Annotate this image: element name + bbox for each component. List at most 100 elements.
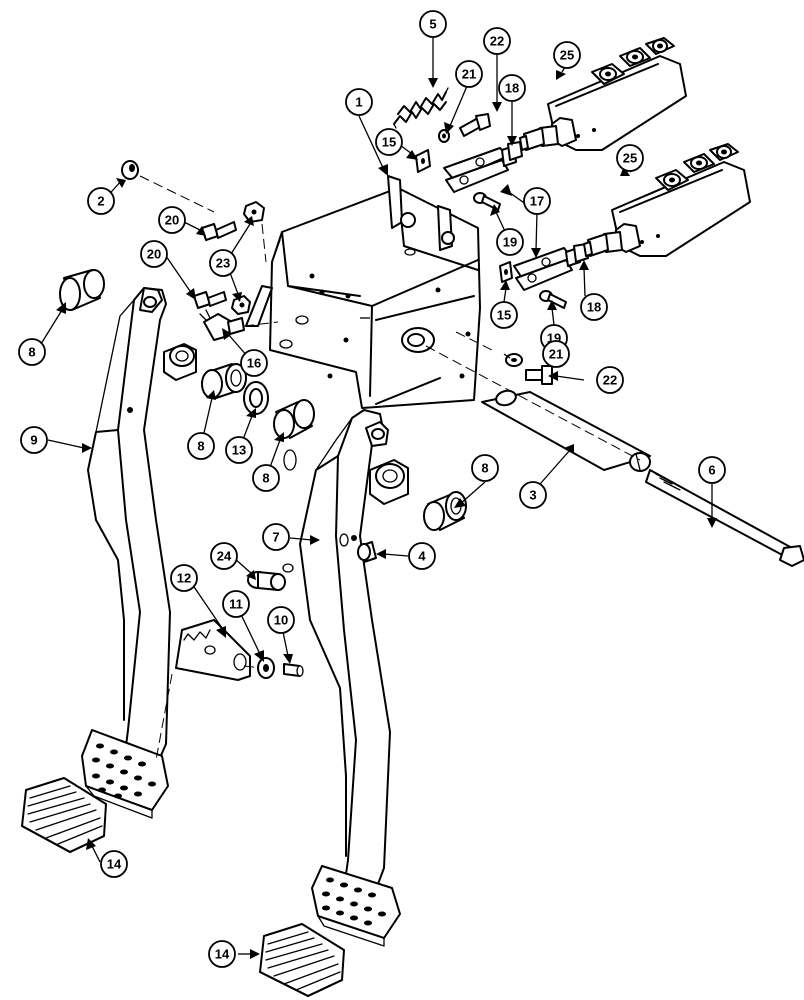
callout-4: 4 <box>408 542 436 570</box>
callout-15: 15 <box>375 128 403 156</box>
callout-22: 22 <box>596 366 624 394</box>
left-pedal-pad <box>81 729 169 819</box>
bushing-8-left <box>59 269 105 311</box>
callout-18: 18 <box>580 293 608 321</box>
callout-label: 21 <box>549 347 563 362</box>
callout-25: 25 <box>616 144 644 172</box>
right-pedal-pad <box>311 865 401 947</box>
callout-label: 1 <box>355 95 362 110</box>
callout-13: 13 <box>225 436 253 464</box>
cross-shaft <box>481 389 651 472</box>
callout-12: 12 <box>170 564 198 592</box>
callout-label: 8 <box>262 471 269 486</box>
washer-11 <box>257 657 275 679</box>
callout-label: 9 <box>30 433 37 448</box>
washer-21-upper <box>438 129 450 143</box>
callout-label: 12 <box>177 571 191 586</box>
callout-label: 18 <box>505 81 519 96</box>
callout-1: 1 <box>345 88 373 116</box>
callout-label: 7 <box>272 530 279 545</box>
callout-label: 8 <box>197 439 204 454</box>
clevis-17-lower <box>513 247 581 291</box>
callout-18: 18 <box>498 74 526 102</box>
callout-21: 21 <box>455 60 483 88</box>
callout-25: 25 <box>553 41 581 69</box>
callout-6: 6 <box>698 456 726 484</box>
bushing-8-center <box>201 363 247 399</box>
left-rubber-pad <box>21 777 107 853</box>
nut-23-upper <box>243 201 265 223</box>
return-spring <box>393 87 449 129</box>
callout-20: 20 <box>158 206 186 234</box>
callout-label: 10 <box>274 613 288 628</box>
bolt-20-lower <box>193 291 227 309</box>
callout-8: 8 <box>187 432 215 460</box>
callout-20: 20 <box>140 240 168 268</box>
washer-21-lower <box>505 353 523 367</box>
callout-10: 10 <box>267 606 295 634</box>
callout-label: 3 <box>529 488 536 503</box>
washer-13 <box>243 381 269 415</box>
callout-2: 2 <box>87 187 115 215</box>
bushing-8-right <box>423 491 467 531</box>
callout-24: 24 <box>210 542 238 570</box>
callout-label: 18 <box>587 300 601 315</box>
callout-label: 21 <box>462 67 476 82</box>
callout-label: 22 <box>490 34 504 49</box>
right-pedal-arm <box>299 409 409 901</box>
bolt-22-lower <box>525 365 553 385</box>
bolt-22-upper <box>459 113 491 137</box>
callout-label: 2 <box>97 194 104 209</box>
callout-label: 8 <box>28 345 35 360</box>
callout-label: 25 <box>623 151 637 166</box>
through-rod <box>645 469 804 567</box>
callout-7: 7 <box>262 523 290 551</box>
callout-14: 14 <box>208 940 236 968</box>
bushing-8-right-center <box>273 399 315 471</box>
clevis-17-upper <box>443 145 517 193</box>
right-rubber-pad <box>259 923 345 997</box>
callout-8: 8 <box>18 338 46 366</box>
pedal-bracket <box>245 175 481 409</box>
nut-18-upper <box>507 141 523 161</box>
callout-label: 22 <box>603 373 617 388</box>
callout-label: 15 <box>497 308 511 323</box>
callout-label: 23 <box>216 256 230 271</box>
callout-label: 20 <box>165 213 179 228</box>
clip-15-upper <box>415 149 431 173</box>
callout-label: 6 <box>708 463 715 478</box>
stop-24 <box>247 563 294 591</box>
callout-label: 24 <box>217 549 232 564</box>
master-cylinder-upper <box>519 37 687 151</box>
pin-19-lower <box>539 290 567 309</box>
callout-22: 22 <box>483 27 511 55</box>
callout-label: 17 <box>530 194 544 209</box>
callout-23: 23 <box>209 249 237 277</box>
callout-5: 5 <box>419 10 447 38</box>
callout-label: 16 <box>247 356 261 371</box>
callout-label: 14 <box>215 947 230 962</box>
callout-label: 25 <box>560 48 574 63</box>
clip-15-lower <box>499 261 513 283</box>
callout-label: 15 <box>382 135 396 150</box>
callout-17: 17 <box>523 187 551 215</box>
left-pedal-arm <box>87 287 197 777</box>
pin-10 <box>283 663 304 677</box>
callout-label: 4 <box>418 549 426 564</box>
callout-14: 14 <box>100 850 128 878</box>
callout-8: 8 <box>471 454 499 482</box>
bolt-20-upper <box>201 221 237 241</box>
callout-3: 3 <box>519 481 547 509</box>
callout-19: 19 <box>496 228 524 256</box>
callout-21: 21 <box>542 340 570 368</box>
callout-15: 15 <box>490 301 518 329</box>
callout-16: 16 <box>240 349 268 377</box>
callout-label: 14 <box>107 857 122 872</box>
latch-plate <box>175 619 251 681</box>
spacer-4 <box>339 533 377 563</box>
callout-label: 8 <box>481 461 488 476</box>
callout-label: 13 <box>232 443 246 458</box>
callout-label: 19 <box>503 235 517 250</box>
